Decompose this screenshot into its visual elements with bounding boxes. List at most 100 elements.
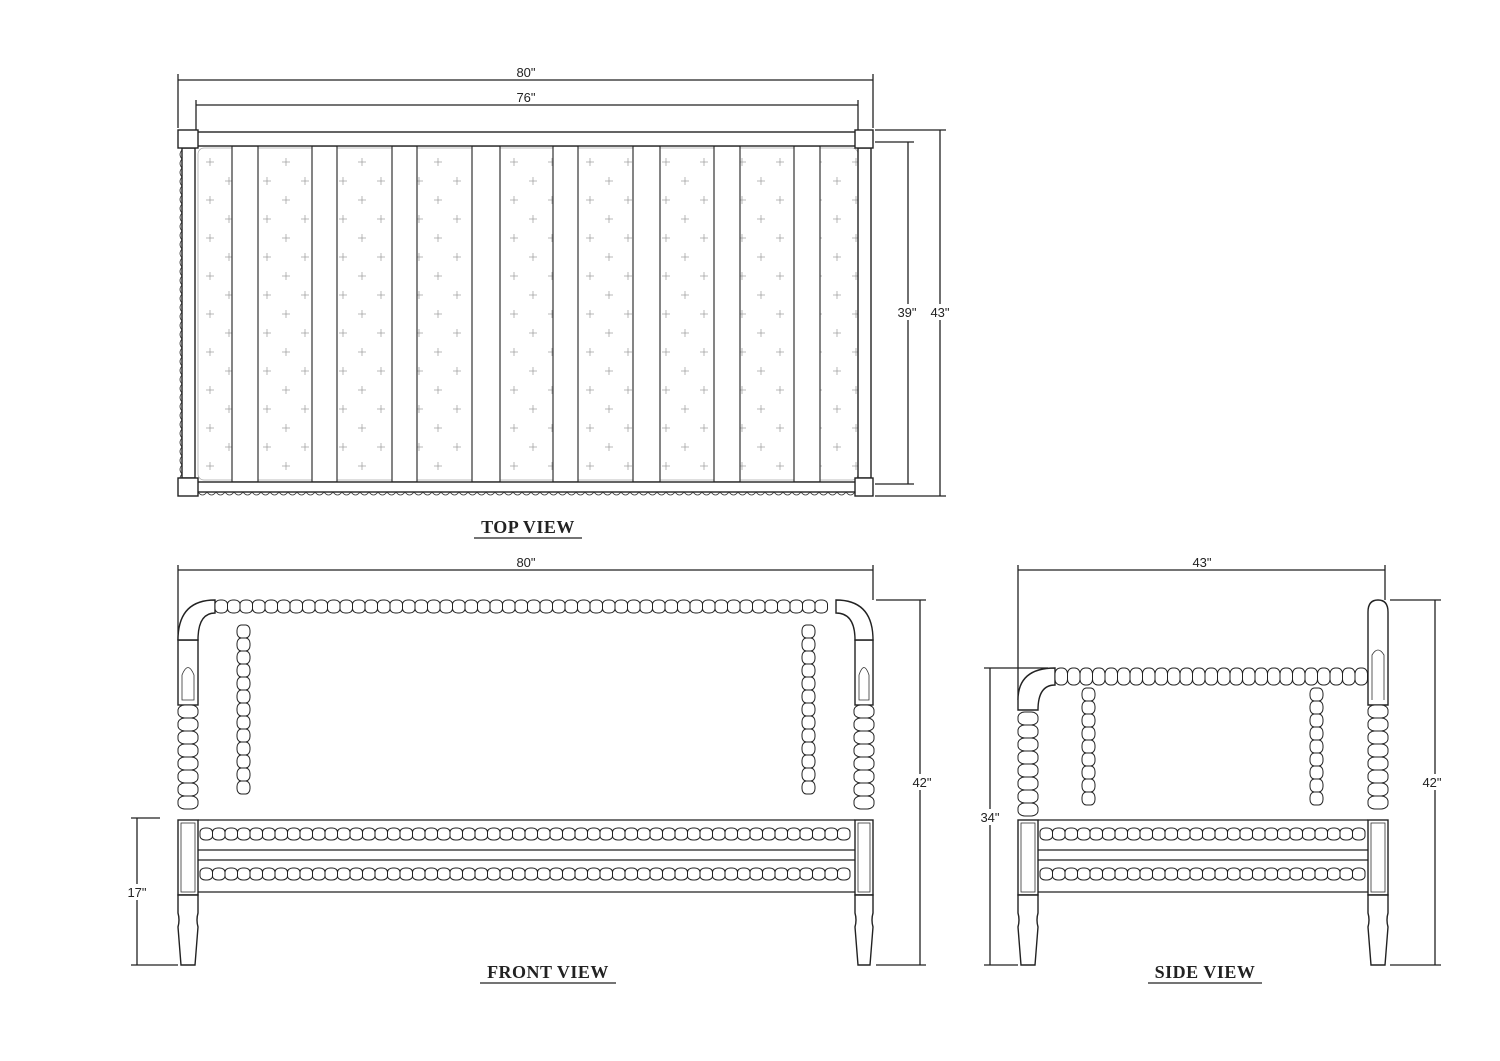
bead — [1254, 667, 1268, 686]
bead — [824, 867, 838, 881]
bead — [462, 827, 476, 841]
bead — [801, 637, 816, 652]
scallop — [323, 491, 334, 496]
bead — [274, 867, 288, 881]
bead — [412, 827, 426, 841]
slat — [793, 145, 821, 483]
scallop — [692, 491, 703, 496]
bead — [1277, 867, 1291, 881]
bead — [637, 867, 651, 881]
bead — [799, 827, 813, 841]
bead — [512, 867, 526, 881]
bead — [801, 650, 816, 665]
corner-post — [177, 477, 199, 497]
corner-post — [177, 129, 199, 149]
bead — [402, 599, 416, 614]
bead — [237, 827, 251, 841]
slat — [231, 145, 259, 483]
bead — [199, 867, 213, 881]
bead — [853, 743, 875, 758]
scallop — [557, 491, 568, 496]
bead — [1081, 739, 1096, 754]
bead — [1302, 827, 1316, 841]
bead — [1177, 827, 1191, 841]
bead — [549, 867, 563, 881]
bead — [1054, 667, 1068, 686]
dim-label: 43" — [1192, 555, 1211, 570]
bead — [749, 827, 763, 841]
scallop — [683, 491, 694, 496]
scallop — [386, 491, 397, 496]
scallop — [296, 491, 307, 496]
bead — [1309, 700, 1324, 715]
bead — [1317, 667, 1331, 686]
scallop — [800, 491, 811, 496]
slat — [552, 145, 579, 483]
top-view: 80" 76" 39" 43" TOP VIEW — [177, 65, 952, 539]
bead — [1204, 667, 1218, 686]
bead — [1292, 667, 1306, 686]
scallop — [602, 491, 613, 496]
bead — [853, 730, 875, 745]
scallop — [242, 491, 253, 496]
scallop — [539, 491, 550, 496]
bead — [462, 867, 476, 881]
bead — [262, 867, 276, 881]
scallop — [332, 491, 343, 496]
bead — [737, 827, 751, 841]
bead — [639, 599, 653, 614]
bead — [787, 827, 801, 841]
bead — [1309, 765, 1324, 780]
bead — [787, 867, 801, 881]
bead — [1077, 867, 1091, 881]
bead — [474, 867, 488, 881]
bead — [1077, 827, 1091, 841]
bead — [1164, 867, 1178, 881]
bottom-rail — [195, 481, 857, 493]
bead — [302, 599, 316, 614]
bead — [1352, 827, 1366, 841]
dim-label: 42" — [1422, 775, 1441, 790]
leg — [1367, 894, 1389, 966]
bead — [1081, 752, 1096, 767]
bead — [177, 769, 199, 784]
bead — [702, 599, 716, 614]
bead — [1039, 827, 1053, 841]
bead — [574, 867, 588, 881]
top-dim-overall-length: 80" — [177, 65, 874, 128]
bead — [449, 827, 463, 841]
bead — [264, 599, 278, 614]
bead — [1277, 827, 1291, 841]
scallop — [503, 491, 514, 496]
bead — [1017, 750, 1039, 765]
bead — [1092, 667, 1106, 686]
bead — [801, 741, 816, 756]
bead — [801, 754, 816, 769]
bead — [599, 827, 613, 841]
bead — [249, 867, 263, 881]
scallop — [278, 491, 289, 496]
bead — [1081, 726, 1096, 741]
view-title: SIDE VIEW — [1155, 962, 1256, 982]
curved-corner — [177, 599, 216, 641]
bead — [1229, 667, 1243, 686]
scallop — [314, 491, 325, 496]
bead — [452, 599, 466, 614]
dim-label: 76" — [516, 90, 535, 105]
bead — [677, 599, 691, 614]
curved-corner — [835, 599, 874, 641]
bead — [177, 717, 199, 732]
bead — [1152, 867, 1166, 881]
scallop — [368, 491, 379, 496]
bead — [801, 663, 816, 678]
bead — [812, 867, 826, 881]
bead — [687, 827, 701, 841]
bead — [1202, 827, 1216, 841]
bead — [749, 867, 763, 881]
side-dim-arm-height: 34" — [978, 667, 1048, 966]
scallop — [341, 491, 352, 496]
bead — [177, 782, 199, 797]
bead — [1314, 867, 1328, 881]
scallop — [620, 491, 631, 496]
bead — [587, 827, 601, 841]
